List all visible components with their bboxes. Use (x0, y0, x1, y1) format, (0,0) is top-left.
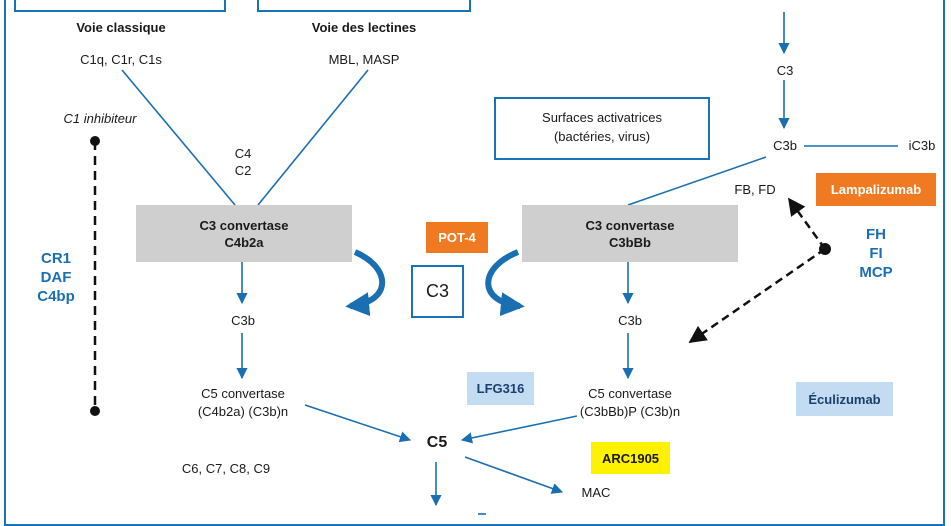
mbl-masp-label: MBL, MASP (328, 52, 400, 67)
c1-components-label: C1q, C1r, C1s (80, 52, 162, 67)
lectin-pathway-label: Voie des lectines (311, 20, 417, 35)
c4-label: C4 (234, 146, 252, 161)
surfaces-line1: Surfaces activatrices (542, 110, 662, 125)
amplification-arrow-right (485, 249, 525, 317)
regulator-right-fi: FI (869, 245, 883, 262)
c5-label: C5 (426, 434, 448, 451)
lectin-pathway-box (257, 0, 471, 12)
c1-inhibitor-label: C1 inhibiteur (63, 111, 137, 126)
activating-surfaces-box: Surfaces activatrices (bactéries, virus) (494, 97, 710, 160)
drug-eculizumab: Éculizumab (796, 382, 893, 416)
regulator-left-daf: DAF (40, 269, 72, 286)
c3-center-box: C3 (411, 265, 464, 318)
c3b-right-label: C3b (618, 313, 642, 328)
c5-convertase-alternative-formula: (C3bBb)P (C3b)n (579, 404, 681, 419)
drug-lampalizumab: Lampalizumab (816, 173, 936, 206)
regulator-left-c4bp: C4bp (37, 288, 75, 305)
c3-convertase-classical-title: C3 convertase (199, 217, 289, 233)
c3b-top-label: C3b (773, 138, 797, 153)
edge-c5conv-c5-right (460, 415, 578, 444)
regulator-arrow-fbfd (787, 197, 827, 250)
drug-pot4: POT-4 (426, 222, 488, 253)
c3-convertase-classical: C3 convertase C4b2a (136, 205, 352, 262)
regulator-arrow-c3b (688, 247, 826, 344)
c5-convertase-classical-formula: (C4b2a) (C3b)n (197, 404, 289, 419)
regulator-right-fh: FH (866, 226, 886, 243)
c3-convertase-alternative-formula: C3bBb (609, 234, 651, 250)
edge-lectin (257, 69, 369, 206)
ic3b-label: iC3b (908, 138, 936, 153)
edge-c3b-convertase (627, 156, 767, 206)
c3-top-label: C3 (776, 63, 794, 78)
edge-c5conv-c5-left (304, 404, 412, 443)
c2-label: C2 (234, 163, 252, 178)
c3b-left-label: C3b (231, 313, 255, 328)
edge-classical (121, 69, 236, 206)
c3-convertase-alternative: C3 convertase C3bBb (522, 205, 738, 262)
drug-arc1905: ARC1905 (591, 442, 670, 474)
fb-fd-label: FB, FD (734, 182, 776, 197)
regulator-right-mcp: MCP (859, 264, 893, 281)
c5-convertase-alternative-title: C5 convertase (588, 386, 672, 401)
classical-pathway-box (14, 0, 226, 12)
surfaces-line2: (bactéries, virus) (553, 129, 651, 144)
c3-center-label: C3 (425, 281, 449, 301)
classical-pathway-label: Voie classique (76, 20, 166, 35)
c1-inhibitor-dot-bottom (90, 406, 100, 416)
c6-c9-label: C6, C7, C8, C9 (181, 461, 271, 476)
c1-inhibitor-dot-top (90, 136, 100, 146)
edge-c5-mac (464, 456, 564, 494)
c3-convertase-classical-formula: C4b2a (224, 234, 264, 250)
drug-lfg316: LFG316 (467, 372, 534, 405)
c5-convertase-classical-title: C5 convertase (201, 386, 285, 401)
c3-convertase-alternative-title: C3 convertase (585, 217, 675, 233)
mac-label: MAC (581, 485, 611, 500)
amplification-arrow-left (345, 249, 386, 317)
regulator-left-cr1: CR1 (40, 250, 72, 267)
